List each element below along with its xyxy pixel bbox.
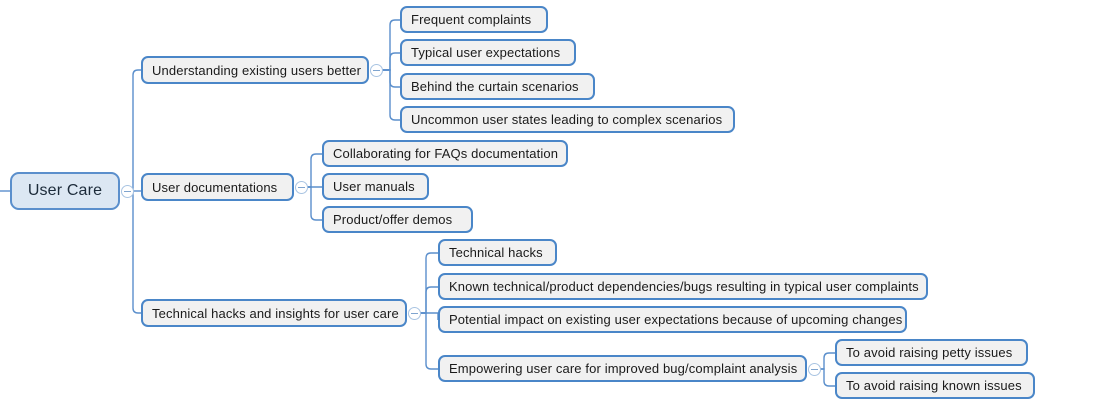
node-label: User documentations <box>152 179 278 195</box>
collapse-toggle-user-documentations[interactable] <box>295 181 308 194</box>
node-understanding-existing-users-better[interactable]: Understanding existing users better <box>141 56 369 84</box>
node-product-offer-demos[interactable]: Product/offer demos <box>322 206 473 233</box>
node-label: Product/offer demos <box>333 212 453 227</box>
node-behind-the-curtain-scenarios[interactable]: Behind the curtain scenarios <box>400 73 595 100</box>
node-empowering-user-care[interactable]: Empowering user care for improved bug/co… <box>438 355 807 382</box>
node-label: Typical user expectations <box>411 45 561 60</box>
node-label: Behind the curtain scenarios <box>411 79 579 94</box>
node-label: Technical hacks <box>449 245 543 260</box>
node-root[interactable]: User Care <box>10 172 120 210</box>
node-to-avoid-raising-known-issues[interactable]: To avoid raising known issues <box>835 372 1035 399</box>
node-label: User Care <box>27 182 103 199</box>
node-technical-hacks-and-insights-for-user-care[interactable]: Technical hacks and insights for user ca… <box>141 299 407 327</box>
node-label: Uncommon user states leading to complex … <box>411 112 723 127</box>
node-technical-hacks[interactable]: Technical hacks <box>438 239 557 266</box>
node-known-technical-product-dependencies[interactable]: Known technical/product dependencies/bug… <box>438 273 928 300</box>
edge-root-to-branch-2 <box>128 190 141 314</box>
node-label: User manuals <box>333 179 415 194</box>
collapse-toggle-technical-hacks-and-insights[interactable] <box>408 307 421 320</box>
node-frequent-complaints[interactable]: Frequent complaints <box>400 6 548 33</box>
node-user-manuals[interactable]: User manuals <box>322 173 429 200</box>
edge-b2-to-c0 <box>415 252 438 314</box>
node-potential-impact-on-existing-user-expectations[interactable]: Potential impact on existing user expect… <box>438 306 907 333</box>
node-label: Empowering user care for improved bug/co… <box>449 361 798 376</box>
node-label: Technical hacks and insights for user ca… <box>152 305 399 321</box>
collapse-toggle-root[interactable] <box>121 185 134 198</box>
node-typical-user-expectations[interactable]: Typical user expectations <box>400 39 576 66</box>
node-uncommon-user-states[interactable]: Uncommon user states leading to complex … <box>400 106 735 133</box>
node-label: Collaborating for FAQs documentation <box>333 146 559 161</box>
edge-root-to-branch-0 <box>128 69 141 192</box>
node-to-avoid-raising-petty-issues[interactable]: To avoid raising petty issues <box>835 339 1028 366</box>
node-label: To avoid raising known issues <box>846 378 1022 393</box>
node-label: To avoid raising petty issues <box>846 345 1013 360</box>
edge-b0-to-c3 <box>377 69 400 121</box>
node-label: Known technical/product dependencies/bug… <box>449 279 919 294</box>
edge-b2-to-c3 <box>415 312 438 370</box>
node-collaborating-for-faqs-documentation[interactable]: Collaborating for FAQs documentation <box>322 140 568 167</box>
collapse-toggle-empowering-user-care[interactable] <box>808 363 821 376</box>
collapse-toggle-understanding-existing-users-better[interactable] <box>370 64 383 77</box>
node-label: Frequent complaints <box>411 12 532 27</box>
node-user-documentations[interactable]: User documentations <box>141 173 294 201</box>
node-label: Understanding existing users better <box>152 62 362 78</box>
edge-b0-to-c0 <box>377 19 400 71</box>
node-label: Potential impact on existing user expect… <box>449 312 903 327</box>
